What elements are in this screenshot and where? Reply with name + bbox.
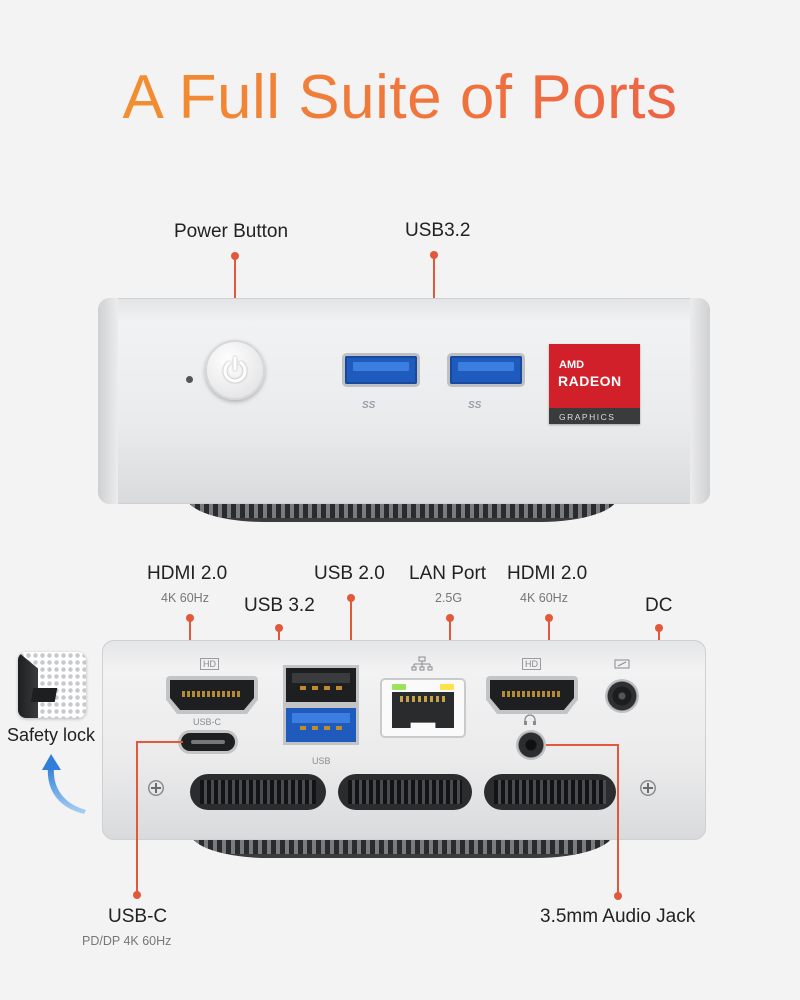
power-button-label: Power Button (174, 221, 289, 242)
safety-lock-image (18, 652, 86, 718)
dc-label: DC (645, 595, 673, 616)
dc-power-jack[interactable] (605, 679, 639, 713)
callout-line (546, 744, 618, 746)
usb20-port[interactable] (286, 668, 356, 702)
usb32-front-label: USB3.2 (405, 220, 471, 241)
vent-grill-left (190, 774, 326, 810)
usb32-port-back[interactable] (286, 708, 356, 742)
screw (640, 780, 656, 796)
superspeed-icon: SS (362, 400, 376, 411)
lan-port[interactable] (382, 680, 464, 736)
callout-dot (133, 891, 141, 899)
usb32-back-label: USB 3.2 (244, 595, 315, 616)
network-icon (411, 656, 433, 671)
hdmi-port-1[interactable] (166, 676, 258, 714)
callout-dot (614, 892, 622, 900)
usbc-sublabel: PD/DP 4K 60Hz (82, 934, 172, 948)
usbc-label: USB-C (108, 906, 168, 927)
power-led (186, 376, 193, 383)
usb20-label: USB 2.0 (314, 563, 385, 584)
hdmi1-label: HDMI 2.0 (147, 563, 228, 584)
audio-jack[interactable] (516, 730, 546, 760)
vent-grill-right (484, 774, 616, 810)
dc-power-icon (614, 659, 630, 669)
hdmi-port-2[interactable] (486, 676, 578, 714)
curved-arrow-icon (42, 754, 86, 814)
hdmi2-label: HDMI 2.0 (507, 563, 588, 584)
safety-lock-label: Safety lock (7, 725, 96, 745)
usb32-port-front-2[interactable] (450, 356, 522, 384)
lan-label: LAN Port (409, 563, 487, 584)
hdmi-mark: HD (522, 658, 541, 670)
callout-line (617, 744, 619, 894)
callout-line (137, 741, 183, 743)
page-title: A Full Suite of Ports (0, 62, 800, 133)
callout-line (433, 255, 435, 339)
audio-jack-label: 3.5mm Audio Jack (540, 906, 696, 927)
amd-logo-text: AMD (559, 359, 585, 371)
hdmi1-sublabel: 4K 60Hz (161, 591, 209, 605)
superspeed-icon: SS (468, 400, 482, 411)
usb32-port-front-1[interactable] (345, 356, 417, 384)
hdmi-mark: HD (200, 658, 219, 670)
vent-grill-middle (338, 774, 472, 810)
screw (148, 780, 164, 796)
radeon-text: RADEON (558, 373, 622, 389)
callout-line (136, 741, 138, 893)
graphics-text: GRAPHICS (559, 412, 616, 422)
usb-mark: USB (312, 756, 331, 766)
usbc-mark: USB-C (193, 717, 222, 727)
power-icon (223, 356, 247, 383)
headphone-icon (524, 714, 536, 725)
power-button[interactable] (205, 340, 265, 400)
lan-sublabel: 2.5G (435, 591, 463, 605)
hdmi2-sublabel: 4K 60Hz (520, 591, 568, 605)
amd-radeon-badge: AMD RADEON GRAPHICS (549, 344, 640, 424)
usbc-port[interactable] (181, 733, 235, 751)
